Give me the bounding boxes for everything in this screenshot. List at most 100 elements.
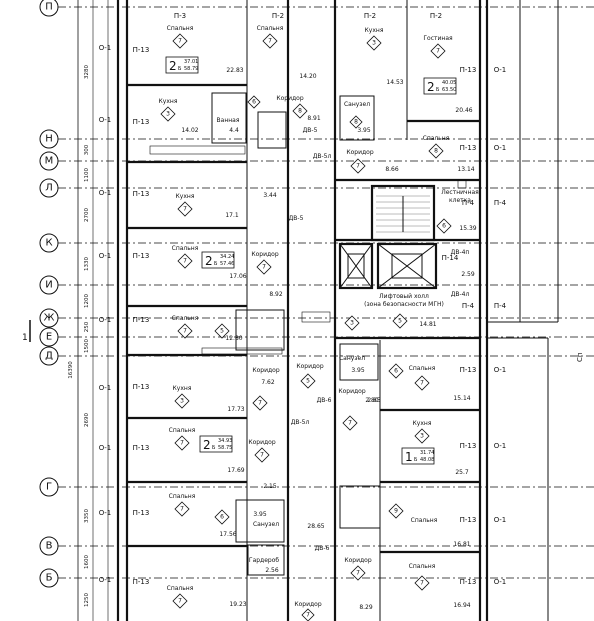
svg-text:7: 7	[178, 598, 182, 605]
svg-text:Спальня: Спальня	[169, 493, 196, 500]
svg-text:Б: Б	[414, 457, 418, 463]
axis-label-n: Н	[45, 134, 53, 145]
stair-core: Лестничная клетка 6 15.39	[436, 189, 479, 234]
partition-p3-top: П-3	[174, 12, 186, 20]
axis-bubbles: П Н М Л К И Ж Е Д Г В Б	[39, 0, 59, 588]
svg-text:Санузел: Санузел	[253, 521, 279, 528]
svg-text:2: 2	[427, 80, 435, 94]
svg-text:7: 7	[183, 328, 187, 335]
partition-p13-r6: П-13	[460, 578, 477, 586]
partition-p13-c: П-13	[133, 190, 150, 198]
svg-text:16.81: 16.81	[453, 541, 470, 548]
partition-p13-b: П-13	[133, 118, 150, 126]
room-r31: Коридор 7	[294, 601, 322, 621]
svg-text:Кухня: Кухня	[365, 27, 384, 34]
svg-text:Спальня: Спальня	[167, 25, 194, 32]
svg-text:7: 7	[180, 506, 184, 513]
svg-text:Лифтовый холл: Лифтовый холл	[379, 293, 429, 300]
svg-text:8.66: 8.66	[385, 166, 399, 173]
svg-text:Кухня: Кухня	[413, 420, 432, 427]
svg-text:Санузел: Санузел	[339, 355, 365, 362]
svg-text:34.93: 34.93	[218, 438, 232, 444]
svg-text:Коридор: Коридор	[248, 439, 275, 446]
partition-labels: О-1 О-1 О-1 О-1 О-1 О-1 О-1 О-1 О-1 П-13…	[99, 12, 507, 586]
svg-text:2: 2	[169, 59, 177, 73]
svg-text:5: 5	[306, 378, 310, 385]
svg-text:3: 3	[372, 40, 376, 47]
axis-label-g: Г	[46, 482, 52, 493]
partition-p13-r3: П-13	[460, 366, 477, 374]
partition-p13-g: П-13	[133, 444, 150, 452]
svg-text:7: 7	[356, 570, 360, 577]
partition-p14: П-14	[442, 254, 459, 262]
svg-text:31.74: 31.74	[420, 450, 434, 456]
svg-text:7: 7	[306, 612, 310, 619]
apartment-tag-a5: 1 Б 31.74 48.08	[401, 447, 435, 465]
svg-text:Спальня: Спальня	[409, 563, 436, 570]
dim-left-5: 1200	[84, 294, 90, 308]
axis-label-i: И	[45, 280, 52, 291]
section-mark: 1 Сп	[22, 320, 584, 362]
svg-text:3: 3	[180, 398, 184, 405]
svg-text:Спальня: Спальня	[167, 585, 194, 592]
svg-text:40.05: 40.05	[442, 80, 456, 86]
svg-text:7: 7	[420, 380, 424, 387]
partition-o1-b: О-1	[99, 116, 112, 124]
svg-text:7: 7	[420, 580, 424, 587]
svg-text:Спальня: Спальня	[172, 315, 199, 322]
room-r23: Спальня 7 15.14	[409, 365, 471, 402]
axis-label-d: Д	[45, 351, 53, 362]
svg-text:17.1: 17.1	[225, 212, 239, 219]
apartment-tag-a4: 2 Б 34.93 58.75	[199, 435, 233, 453]
apartment-tag-a2: 2 Б 40.05 63.50	[423, 77, 457, 95]
svg-text:7: 7	[436, 48, 440, 55]
room-r18: Коридор 7	[248, 439, 276, 463]
svg-text:9: 9	[394, 508, 398, 515]
svg-text:3.95: 3.95	[351, 367, 365, 374]
svg-text:Кухня: Кухня	[159, 98, 178, 105]
axis-lines	[58, 6, 594, 579]
partition-p4-r3: П-4	[462, 199, 475, 207]
partition-o1-r4: О-1	[494, 442, 507, 450]
svg-text:клетка: клетка	[449, 197, 471, 204]
partition-p4-r2: П-4	[494, 302, 507, 310]
axis-label-v: В	[46, 541, 53, 552]
svg-text:2.85: 2.85	[367, 397, 381, 404]
svg-text:Санузел: Санузел	[344, 101, 370, 108]
svg-text:3: 3	[166, 111, 170, 118]
partition-p13-i: П-13	[133, 578, 150, 586]
svg-text:Спальня: Спальня	[423, 135, 450, 142]
svg-text:3.44: 3.44	[263, 192, 277, 199]
partition-p13-f: П-13	[133, 383, 150, 391]
svg-text:Кухня: Кухня	[173, 385, 192, 392]
lift-lobby: Лифтовый холл (зона безопасности МГН) 5 …	[364, 293, 444, 329]
svg-text:13.14: 13.14	[457, 166, 474, 173]
svg-text:5: 5	[398, 318, 402, 325]
svg-text:Ванная: Ванная	[217, 117, 240, 124]
dimension-chain-left: 16390 3280 300 1100 2700 1330 1200 250 1…	[68, 0, 109, 621]
svg-text:14.20: 14.20	[299, 73, 316, 80]
svg-text:Кухня: Кухня	[176, 193, 195, 200]
room-r2: Спальня 7	[257, 25, 284, 49]
svg-text:17.06: 17.06	[229, 273, 246, 280]
door-label-3: ДВ-4п	[451, 249, 470, 256]
door-label-0: ДВ-5	[303, 127, 318, 134]
svg-text:6: 6	[252, 99, 256, 106]
svg-text:7: 7	[356, 163, 360, 170]
partition-p4-r4: П-4	[462, 302, 475, 310]
axis-label-k: К	[45, 238, 52, 249]
room-r27: Гардероб 2.56	[249, 557, 279, 574]
partition-o1-c: О-1	[99, 189, 112, 197]
axis-label-p: П	[45, 2, 53, 13]
svg-text:Гардероб: Гардероб	[249, 557, 279, 564]
room-r21: Санузел 3.95 6	[339, 355, 404, 379]
dim-left-2: 1100	[84, 168, 90, 182]
partition-o1-e: О-1	[99, 316, 112, 324]
svg-text:Б: Б	[212, 445, 216, 451]
svg-text:4.4: 4.4	[229, 127, 239, 134]
room-r8: Санузел 8 3.95	[344, 101, 371, 134]
room-r19: Спальня 7 17.56	[169, 493, 237, 538]
apartment-tag-a1: 2 Б 37.01 58.79	[165, 56, 199, 74]
room-r30: Спальня 7 16.94	[409, 563, 471, 609]
